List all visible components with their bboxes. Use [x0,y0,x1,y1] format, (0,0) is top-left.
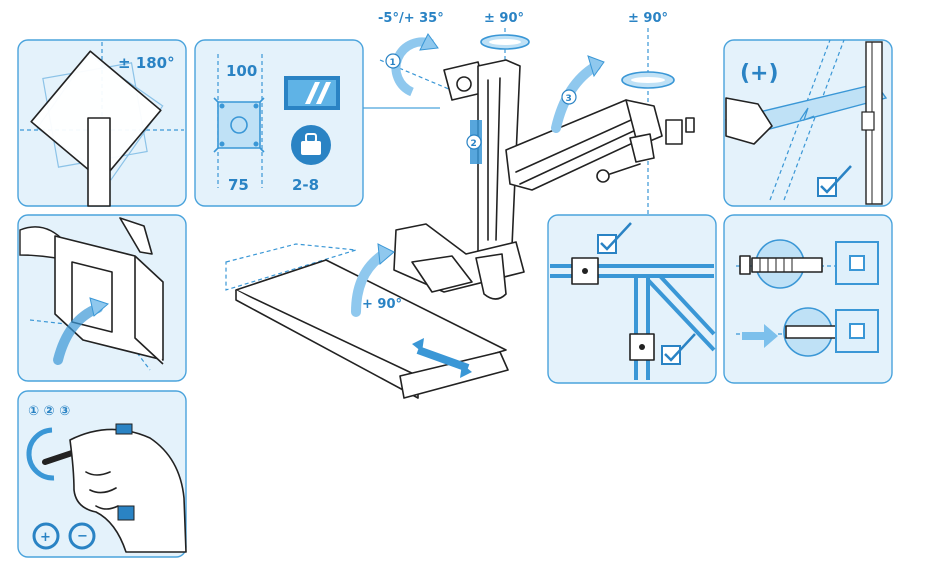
keyboard-swivel-label: + 90° [362,297,402,312]
swivel-right-label: ± 90° [628,11,668,26]
panel-vesa: 100 75 2-8 [194,39,364,207]
weight-label: 2-8 [292,176,319,194]
weight-icon [291,125,331,165]
panel-clamp [723,214,893,384]
panel-rail-mount [547,214,717,384]
extrusion-profile-icon [835,309,879,353]
svg-text:+: + [40,530,51,545]
check-icon [597,222,632,254]
step-2-badge: 2 [471,139,477,149]
loosen-icon: − [68,522,96,550]
plus-label: (+) [740,61,779,86]
check-icon [817,165,852,197]
steps-label: ① ② ③ [28,404,70,419]
workstation-illustration: 1 2 3 [225,11,695,399]
rotation-label: ± 180° [118,54,175,72]
panel-mount-slide [17,214,187,382]
step-1-badge: 1 [390,58,396,68]
vesa-75-label: 75 [228,176,249,194]
tighten-icon: + [32,522,60,550]
vesa-plate-icon [213,97,265,153]
panel-tension: ① ② ③ + − [17,390,187,558]
step-3-badge: 3 [566,94,572,104]
panel-wall-mount: (+) [723,39,893,207]
swivel-top-label: ± 90° [484,11,524,26]
check-icon [661,333,696,365]
monitor-thin-icon [284,76,340,110]
tilt-label: -5°/+ 35° [378,11,444,26]
extrusion-profile-icon [835,241,879,285]
panel-rotation: ± 180° [17,39,187,207]
vesa-100-label: 100 [226,62,257,80]
svg-text:−: − [77,529,88,544]
